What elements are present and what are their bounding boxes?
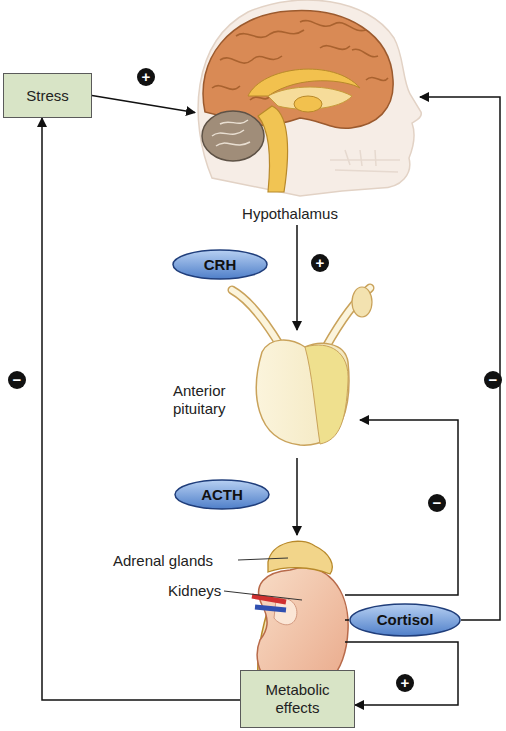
- node-label: Hypothalamus: [195, 205, 385, 223]
- sign-badge: +: [137, 68, 155, 86]
- hormone-ellipse: CRH: [172, 249, 268, 280]
- pituitary-node: Anterior pituitary: [170, 330, 360, 458]
- sign-badge: −: [484, 371, 502, 389]
- node-label: Anterior pituitary: [173, 382, 241, 418]
- connector: [42, 118, 240, 700]
- connector: [345, 619, 349, 621]
- connector: [345, 642, 458, 705]
- connector: [420, 97, 500, 620]
- node-label: Adrenal glands: [113, 552, 213, 570]
- connector: [345, 420, 458, 595]
- sign-badge: +: [311, 254, 329, 272]
- hormone-ellipse: Cortisol: [349, 603, 461, 637]
- node-label: CRH: [204, 256, 237, 274]
- node-label: Metabolic effects: [247, 681, 348, 717]
- connector: [296, 225, 298, 330]
- connector: [92, 96, 195, 113]
- sign-badge: −: [8, 371, 26, 389]
- sign-badge: +: [396, 674, 414, 692]
- ellipse-shape: [175, 480, 269, 509]
- leader-line: [238, 558, 288, 560]
- node-label: Stress: [26, 87, 69, 105]
- effects-box: Metabolic effects: [240, 670, 355, 728]
- leader-line: [224, 591, 302, 600]
- pituitary-illustration: [232, 287, 372, 445]
- brain-illustration: [198, 0, 421, 196]
- node-sublabel: Kidneys: [168, 582, 221, 600]
- ellipse-shape: [173, 250, 267, 279]
- connector: [296, 458, 298, 535]
- node-label: ACTH: [201, 486, 243, 504]
- hormone-ellipse: ACTH: [174, 479, 270, 510]
- sign-badge: −: [428, 494, 446, 512]
- node-label: Cortisol: [377, 611, 434, 629]
- brain-node: Hypothalamus: [195, 0, 420, 225]
- ellipse-shape: [350, 604, 460, 636]
- stress-box: Stress: [3, 73, 92, 118]
